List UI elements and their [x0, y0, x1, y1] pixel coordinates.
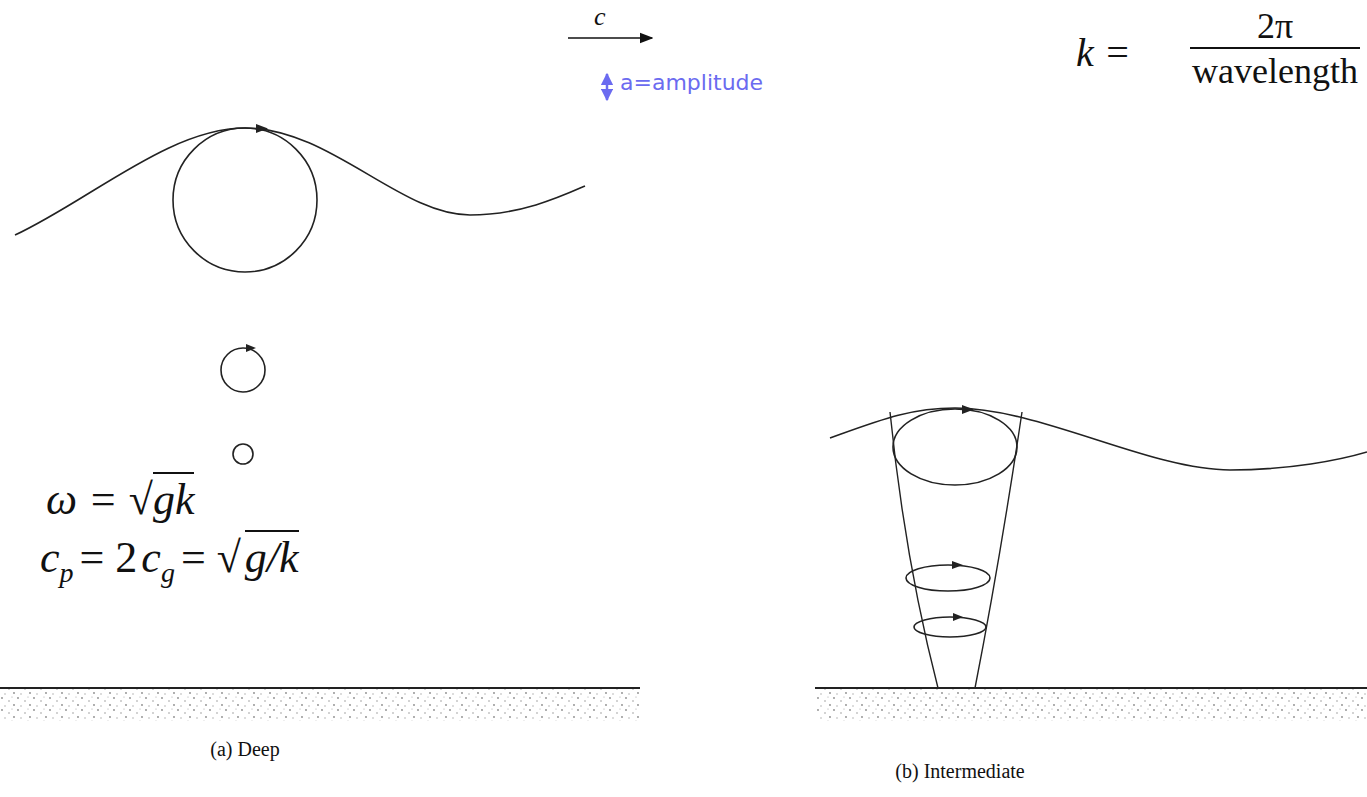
- formula-numerator: 2π: [1257, 6, 1293, 47]
- formula-text: k =: [1076, 30, 1131, 76]
- orbit-circle: [173, 128, 317, 272]
- formula-text: = 2: [80, 533, 138, 584]
- deep-wave-surface: [15, 128, 585, 235]
- orbit-arrow: [962, 405, 974, 414]
- orbit-ellipse: [893, 409, 1017, 485]
- formula-text: c: [141, 533, 161, 584]
- orbit-circle: [221, 348, 265, 392]
- propagation-arrow: [568, 37, 652, 39]
- orbit-envelope: [975, 412, 1022, 688]
- formula-text: = √: [181, 533, 241, 584]
- formula-radicand: gk: [153, 472, 195, 522]
- formula-radicand: g/k: [245, 530, 299, 580]
- seabed-line: [0, 687, 640, 689]
- panel-caption: (a) Deep: [210, 738, 279, 761]
- amplitude-note: a=amplitude: [620, 70, 763, 95]
- orbit-envelope: [890, 412, 938, 688]
- formula-group: cp= 2cg= √g/k: [40, 530, 299, 584]
- seabed-line: [815, 687, 1367, 689]
- formula-group: 2πwavelength: [1190, 6, 1360, 93]
- panel-caption: (b) Intermediate: [895, 760, 1024, 783]
- amplitude-arrow: [606, 74, 609, 100]
- formula-denominator: wavelength: [1190, 47, 1360, 92]
- orbit-arrow: [952, 561, 963, 569]
- phase-speed-label: c: [594, 2, 606, 32]
- formula-group: c: [594, 2, 606, 32]
- formula-group: a=amplitude: [620, 70, 763, 95]
- seabed: [815, 689, 1367, 721]
- intermediate-wave-surface: [830, 408, 1367, 470]
- formula-group: (a) Deep: [210, 738, 279, 761]
- formula-subscript: g: [161, 557, 175, 589]
- orbit-arrow: [246, 344, 256, 352]
- orbit-circle: [233, 444, 253, 464]
- formula-group: (b) Intermediate: [895, 760, 1024, 783]
- formula-text: ω = √: [46, 475, 153, 526]
- orbit-arrow: [256, 124, 268, 133]
- formula-group: ω = √gk: [46, 472, 194, 526]
- seabed: [0, 689, 640, 721]
- formula-text: c: [40, 533, 60, 584]
- orbit-arrow: [953, 613, 963, 621]
- formula-group: k =: [1076, 30, 1131, 76]
- orbit-ellipse: [906, 565, 990, 591]
- formula-subscript: p: [60, 557, 74, 589]
- orbit-ellipse: [914, 617, 986, 637]
